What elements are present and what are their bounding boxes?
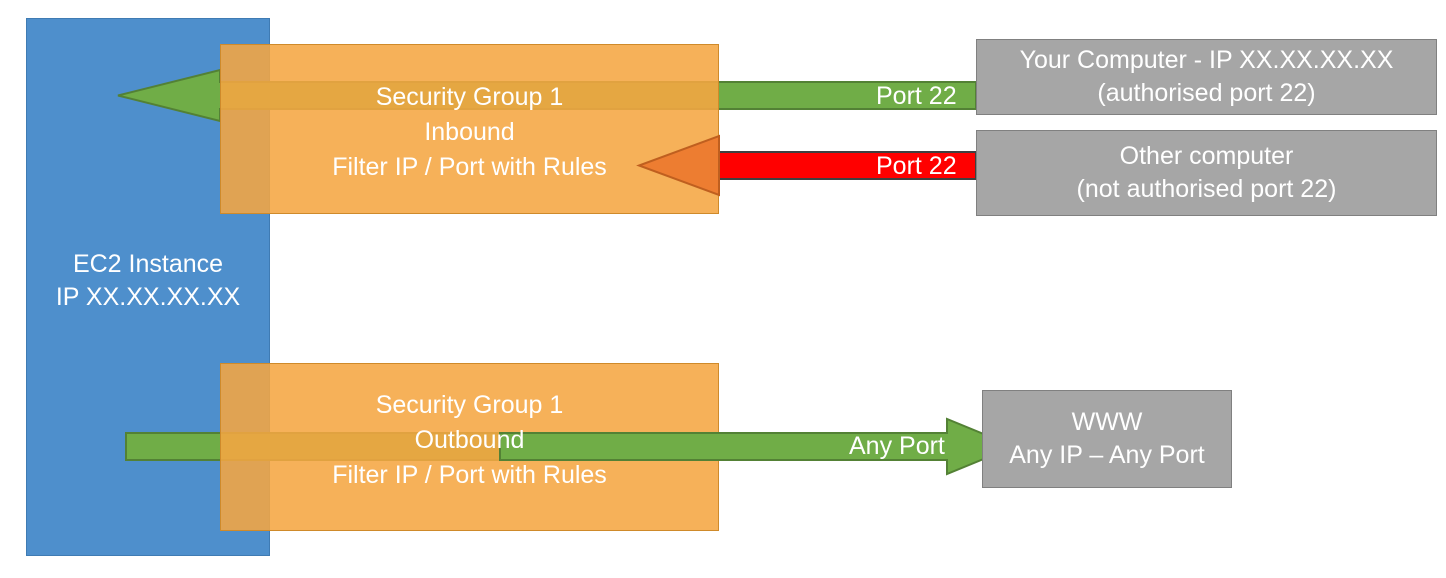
other-computer-line2: (not authorised port 22) — [1076, 175, 1337, 203]
other-computer-box: Other computer (not authorised port 22) — [976, 130, 1437, 216]
your-computer-box: Your Computer - IP XX.XX.XX.XX (authoris… — [976, 39, 1437, 115]
www-box: WWW Any IP – Any Port — [982, 390, 1232, 488]
your-computer-line2: (authorised port 22) — [1097, 79, 1316, 107]
allowed-inbound-port-label: Port 22 — [876, 82, 957, 110]
www-line1: WWW — [1071, 408, 1143, 436]
other-computer-line1: Other computer — [1119, 142, 1294, 170]
www-line2: Any IP – Any Port — [1009, 441, 1205, 469]
security-group-outbound-box — [220, 363, 719, 531]
allowed-outbound-port-label: Any Port — [849, 432, 945, 460]
security-group-inbound-box — [220, 44, 719, 214]
blocked-inbound-port-label: Port 22 — [876, 152, 957, 180]
your-computer-line1: Your Computer - IP XX.XX.XX.XX — [1019, 46, 1394, 74]
